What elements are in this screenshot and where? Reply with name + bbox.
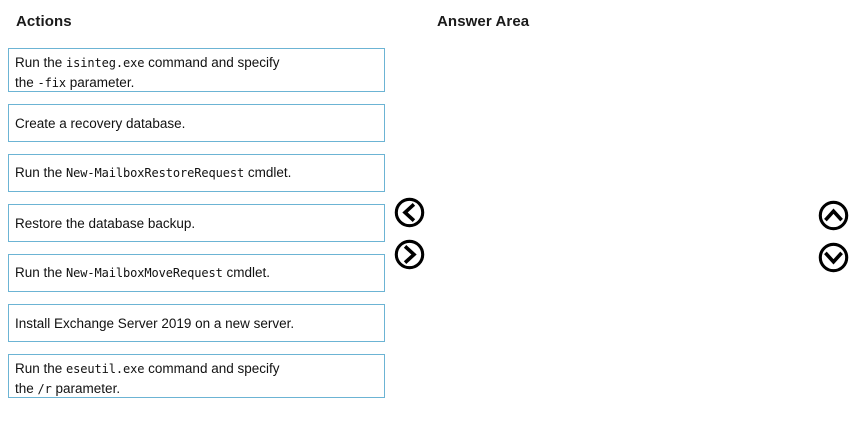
action-text-token: Restore the database backup. (15, 215, 196, 231)
action-text-token: Install Exchange Server 2019 on a new se… (15, 315, 295, 331)
action-item-text: Run the New-MailboxMoveRequest cmdlet. (15, 263, 270, 283)
action-item-text: Create a recovery database. (15, 114, 185, 133)
action-item[interactable]: Restore the database backup. (8, 204, 385, 242)
action-item-text: Run the New-MailboxRestoreRequest cmdlet… (15, 163, 291, 183)
action-text-token: cmdlet. (222, 265, 271, 280)
answer-area-dropzone[interactable] (437, 48, 807, 408)
action-code-token: eseutil.exe (66, 362, 145, 376)
action-text-token: parameter. (51, 381, 121, 396)
action-text-token: cmdlet. (244, 165, 292, 180)
action-text-token: the (15, 75, 38, 90)
move-left-button[interactable] (394, 197, 425, 228)
action-code-token: isinteg.exe (66, 56, 145, 70)
action-text-token: Create a recovery database. (15, 115, 186, 131)
action-code-token: New-MailboxRestoreRequest (66, 166, 245, 180)
move-down-button[interactable] (818, 242, 849, 273)
action-item-line: Run the New-MailboxMoveRequest cmdlet. (15, 263, 270, 283)
action-item-line: the /r parameter. (15, 379, 378, 399)
action-item-line: Install Exchange Server 2019 on a new se… (15, 314, 294, 333)
action-item-line: Restore the database backup. (15, 214, 195, 233)
action-text-token: Run the (15, 55, 67, 70)
action-item-text: Restore the database backup. (15, 214, 195, 233)
action-text-token: Run the (15, 361, 67, 376)
action-code-token: New-MailboxMoveRequest (66, 266, 223, 280)
action-text-token: command and specify (144, 361, 280, 376)
action-item[interactable]: Run the New-MailboxMoveRequest cmdlet. (8, 254, 385, 292)
action-code-token: /r (37, 382, 52, 396)
action-text-token: parameter. (66, 75, 135, 90)
move-right-button[interactable] (394, 239, 425, 270)
move-up-button[interactable] (818, 200, 849, 231)
action-text-token: the (15, 381, 38, 396)
actions-column-header: Actions (16, 13, 72, 30)
action-item-line: Run the isinteg.exe command and specify (15, 53, 378, 73)
action-item[interactable]: Install Exchange Server 2019 on a new se… (8, 304, 385, 342)
answer-area-column-header: Answer Area (437, 13, 530, 30)
action-item-line: Create a recovery database. (15, 114, 185, 133)
action-text-token: Run the (15, 265, 67, 280)
action-item[interactable]: Run the New-MailboxRestoreRequest cmdlet… (8, 154, 385, 192)
action-text-token: Run the (15, 165, 67, 180)
action-item-line: the -fix parameter. (15, 73, 378, 93)
action-item-line: Run the eseutil.exe command and specify (15, 359, 378, 379)
action-item[interactable]: Create a recovery database. (8, 104, 385, 142)
action-item-text: Install Exchange Server 2019 on a new se… (15, 314, 294, 333)
action-code-token: -fix (37, 76, 67, 90)
action-item-line: Run the New-MailboxRestoreRequest cmdlet… (15, 163, 291, 183)
action-text-token: command and specify (144, 55, 280, 70)
